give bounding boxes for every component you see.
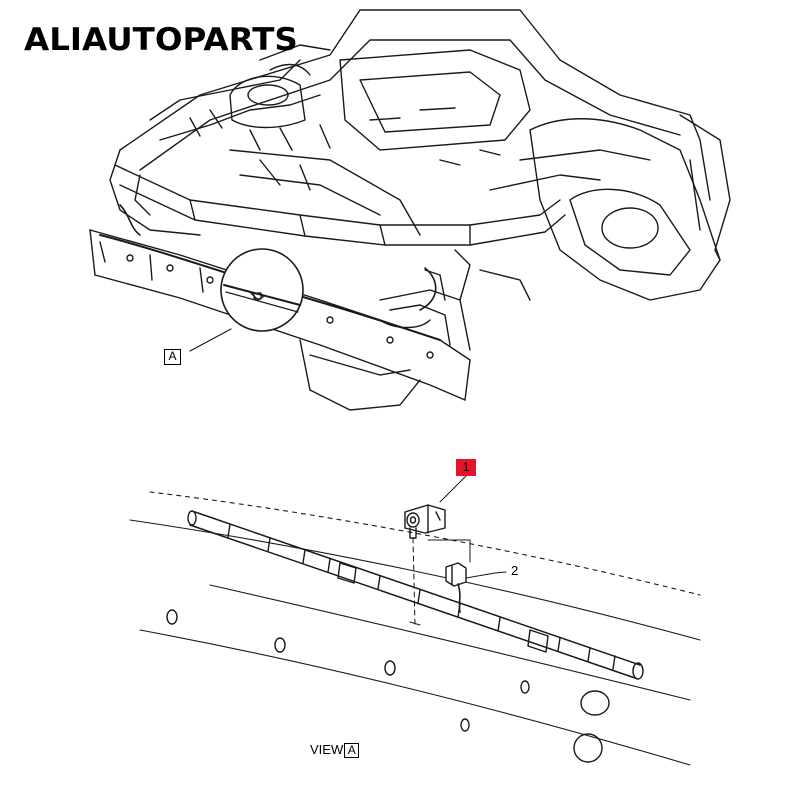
brand-watermark: ALIAUTOPARTS	[24, 22, 298, 58]
detail-callout-a: A	[164, 349, 181, 365]
vehicle-front-structure	[89, 9, 731, 411]
view-a-detail	[129, 475, 701, 766]
detail-circle	[189, 248, 304, 352]
view-label-prefix: VIEW	[310, 742, 344, 757]
view-label-letter: A	[344, 743, 360, 758]
part-callout-2: 2	[511, 563, 519, 578]
part-callout-1: 1	[456, 459, 476, 476]
